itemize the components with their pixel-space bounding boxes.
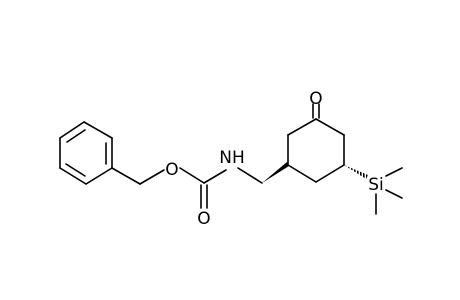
bond [85, 167, 113, 185]
aromatic-inner-bond [65, 163, 86, 177]
bond [287, 118, 317, 136]
bond [83, 121, 113, 139]
aromatic-inner-bond [66, 129, 86, 143]
trimethylsilyl-group [375, 167, 403, 215]
ketone-oxygen-label: O [309, 89, 322, 109]
nh-label: NH [219, 148, 245, 168]
bond [287, 164, 317, 183]
benzene-ring [59, 121, 113, 185]
cyclohexanone-ring [262, 103, 368, 183]
wedge-bond [262, 162, 289, 183]
bond [385, 189, 403, 199]
carbonyl-oxygen-label: O [197, 209, 210, 229]
bond [315, 164, 345, 183]
bond [139, 169, 165, 185]
bond [203, 169, 227, 184]
carbamate-chain [111, 167, 263, 209]
bond [315, 118, 345, 136]
bond [59, 167, 87, 185]
bond [179, 167, 205, 184]
bond [59, 121, 85, 139]
bond [385, 167, 403, 177]
silicon-label: Si [368, 175, 384, 195]
bond [237, 167, 263, 184]
ester-oxygen-label: O [165, 160, 178, 180]
hashed-wedge-bond [344, 165, 368, 179]
bond [111, 167, 141, 185]
